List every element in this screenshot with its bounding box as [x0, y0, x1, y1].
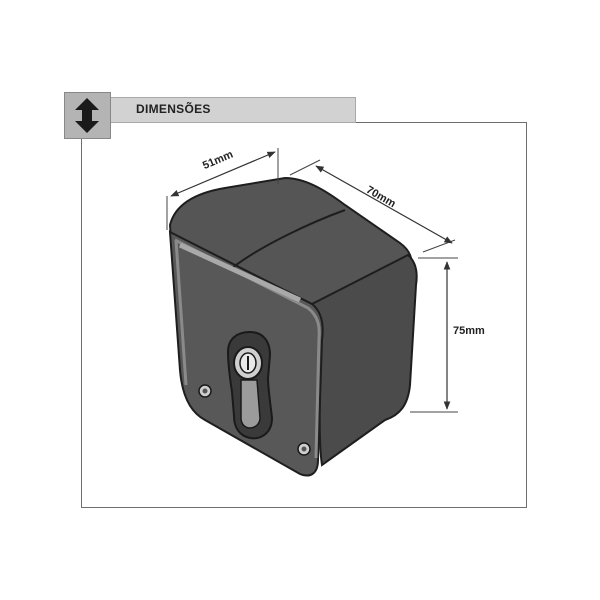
screw-right: [297, 442, 311, 456]
width-dimension-line: [166, 148, 279, 230]
depth-dimension-line: [289, 159, 456, 253]
vertical-double-arrow-icon: [75, 98, 99, 133]
lock-cylinder: [226, 330, 274, 440]
height-dimension-line: [410, 257, 458, 413]
height-dimension-label: 75mm: [453, 325, 485, 337]
section-title: DIMENSÕES: [136, 102, 211, 116]
screw-left: [198, 384, 212, 398]
box-body: [168, 176, 418, 477]
section-icon-box: [64, 92, 111, 139]
section-header-bar: [110, 97, 356, 123]
